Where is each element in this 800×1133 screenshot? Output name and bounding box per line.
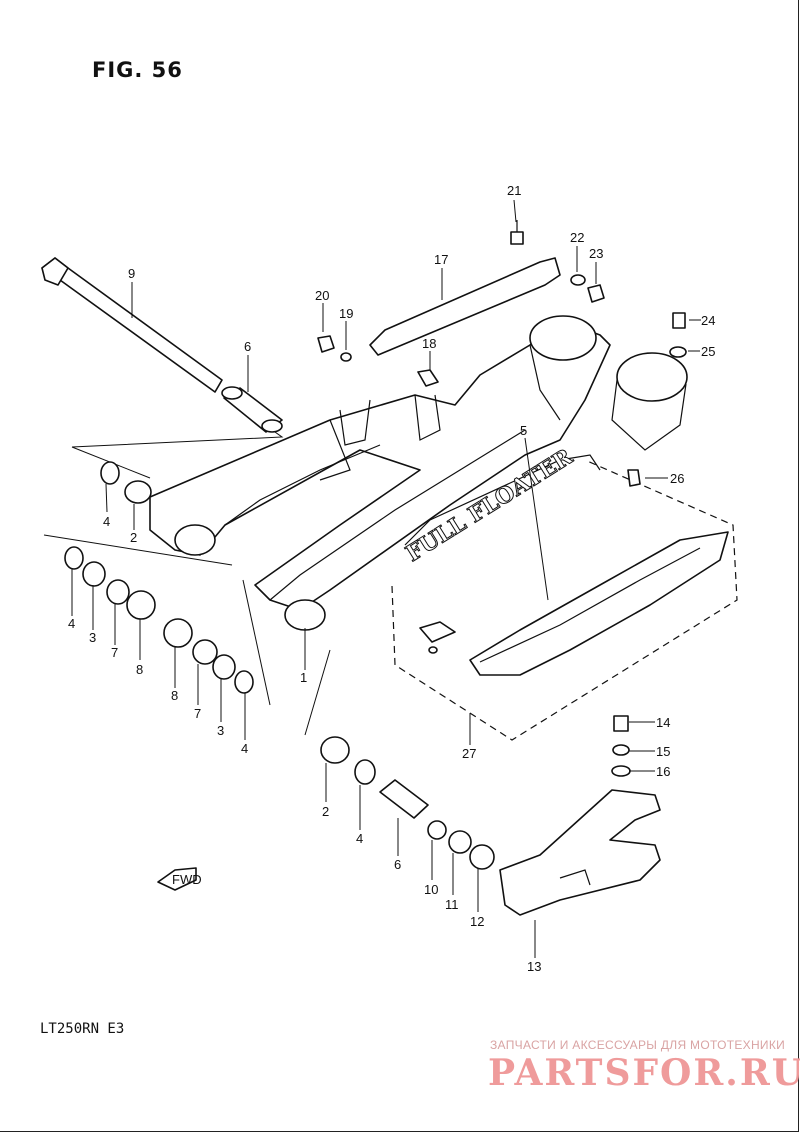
- callout-19: 19: [339, 306, 353, 321]
- callout-12: 12: [470, 914, 484, 929]
- bearing-stack-right: [320, 736, 495, 870]
- callout-11: 11: [445, 897, 459, 912]
- callout-4-b: 4: [68, 616, 75, 631]
- callout-3-a: 3: [89, 630, 96, 645]
- callout-1: 1: [300, 670, 307, 685]
- callout-6-lower: 6: [394, 857, 401, 872]
- callout-16: 16: [656, 764, 670, 779]
- fwd-arrow-icon: [157, 867, 197, 891]
- watermark-tagline: ЗАПЧАСТИ И АКСЕССУАРЫ ДЛЯ МОТОТЕХНИКИ: [490, 1038, 786, 1052]
- model-code: LT250RN E3: [40, 1021, 125, 1037]
- callout-8-b: 8: [171, 688, 178, 703]
- callout-23: 23: [589, 246, 603, 261]
- callout-5: 5: [520, 423, 527, 438]
- callout-21: 21: [507, 183, 521, 198]
- callout-18: 18: [422, 336, 436, 351]
- assembly-group-27-outline: [391, 459, 738, 741]
- callout-4-c: 4: [241, 741, 248, 756]
- part-17-link-rod: [369, 257, 561, 356]
- callout-22: 22: [570, 230, 584, 245]
- small-hardware: [317, 220, 687, 777]
- callout-26: 26: [670, 471, 684, 486]
- callout-9: 9: [128, 266, 135, 281]
- callout-2-b: 2: [322, 804, 329, 819]
- watermark-logo: PARTSFOR.RU: [488, 1052, 800, 1094]
- callout-13: 13: [527, 959, 541, 974]
- part-6-collar: [221, 386, 283, 433]
- callout-15: 15: [656, 744, 670, 759]
- fwd-label: FWD: [172, 872, 202, 887]
- figure-title: FIG. 56: [92, 58, 183, 82]
- callout-20: 20: [315, 288, 329, 303]
- callout-25: 25: [701, 344, 715, 359]
- part-13-chain-slider: [499, 789, 661, 916]
- callout-3-b: 3: [217, 723, 224, 738]
- callout-7-a: 7: [111, 645, 118, 660]
- callout-2-a: 2: [130, 530, 137, 545]
- chain-guard: [469, 531, 729, 676]
- callout-27: 27: [462, 746, 476, 761]
- callout-7-b: 7: [194, 706, 201, 721]
- bearing-stack-left: [64, 461, 254, 694]
- callout-6-upper: 6: [244, 339, 251, 354]
- callout-labels: 21 22 23 17 9 20 19 18 6 24 25 5 26 4 2 …: [68, 183, 715, 974]
- callout-17: 17: [434, 252, 448, 267]
- callout-10: 10: [424, 882, 438, 897]
- callout-8-a: 8: [136, 662, 143, 677]
- leader-lines: [71, 199, 701, 958]
- callout-4-d: 4: [356, 831, 363, 846]
- swingarm-body: [149, 315, 688, 631]
- part-9-pivot-bolt: [41, 257, 223, 393]
- callout-14: 14: [656, 715, 670, 730]
- callout-24: 24: [701, 313, 715, 328]
- callout-4-a: 4: [103, 514, 110, 529]
